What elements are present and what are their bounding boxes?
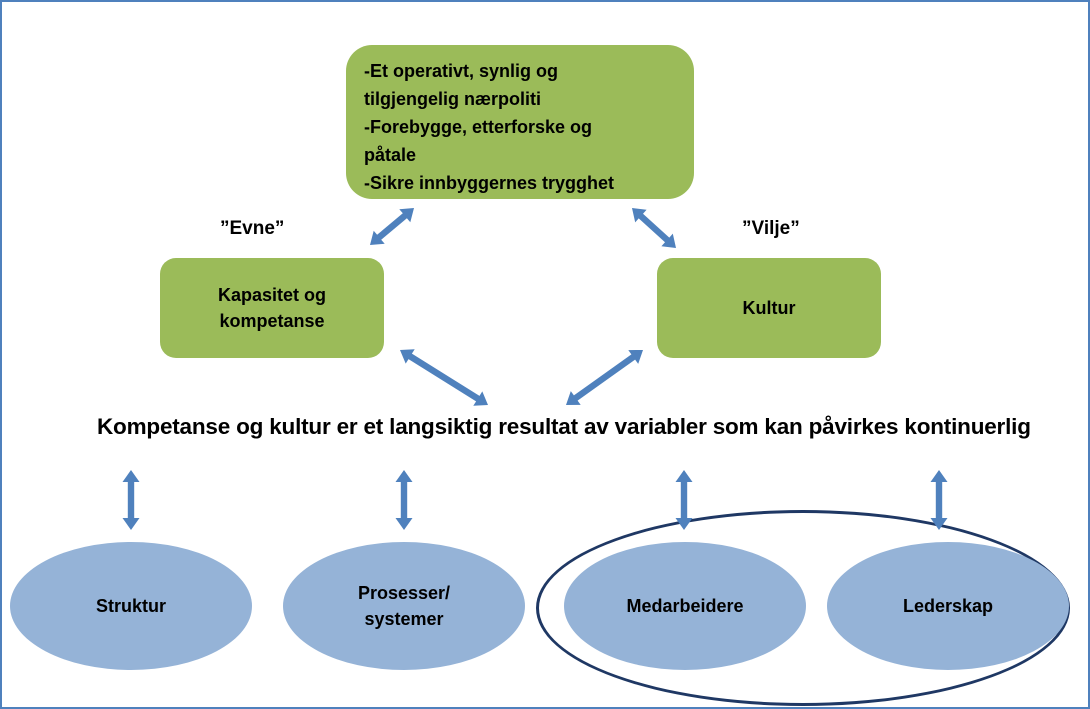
arrow-kultur-statement (566, 350, 643, 405)
struktur-label: Struktur (95, 596, 166, 616)
prosesser-oval: Prosesser/ systemer (283, 542, 525, 670)
evne-label: ”Evne” (220, 218, 285, 239)
goal-line-2: tilgjengelig nærpoliti (364, 89, 541, 109)
arrow-goals-kapasitet (370, 208, 414, 245)
statement-text: Kompetanse og kultur er et langsiktig re… (97, 414, 1031, 439)
kapasitet-label-line2: kompetanse (219, 311, 325, 331)
goal-line-5: -Sikre innbyggernes trygghet (364, 173, 615, 193)
arrow-kapasitet-statement (400, 349, 488, 406)
goal-line-3: -Forebygge, etterforske og (364, 117, 593, 137)
medarbeidere-oval: Medarbeidere (564, 542, 806, 670)
vilje-label: ”Vilje” (742, 218, 800, 239)
goal-line-4: påtale (364, 145, 417, 165)
arrow-statement-struktur (122, 470, 140, 530)
kultur-box: Kultur (657, 258, 881, 358)
arrow-goals-kultur (632, 208, 676, 248)
arrow-statement-lederskap (930, 470, 948, 530)
medarbeidere-label: Medarbeidere (626, 596, 744, 616)
prosesser-label-line2: systemer (364, 609, 444, 629)
arrow-statement-medarbeidere (675, 470, 693, 530)
prosesser-label-line1: Prosesser/ (357, 583, 451, 603)
struktur-oval: Struktur (10, 542, 252, 670)
goals-box: -Et operativt, synlig og tilgjengelig næ… (346, 45, 694, 199)
lederskap-oval: Lederskap (827, 542, 1069, 670)
kultur-label: Kultur (742, 297, 796, 318)
arrow-statement-prosesser (395, 470, 413, 530)
kapasitet-label-line1: Kapasitet og (217, 285, 327, 305)
kapasitet-kompetanse-box: Kapasitet og kompetanse (160, 258, 384, 358)
lederskap-label: Lederskap (902, 596, 994, 616)
goal-line-1: -Et operativt, synlig og (364, 61, 559, 81)
